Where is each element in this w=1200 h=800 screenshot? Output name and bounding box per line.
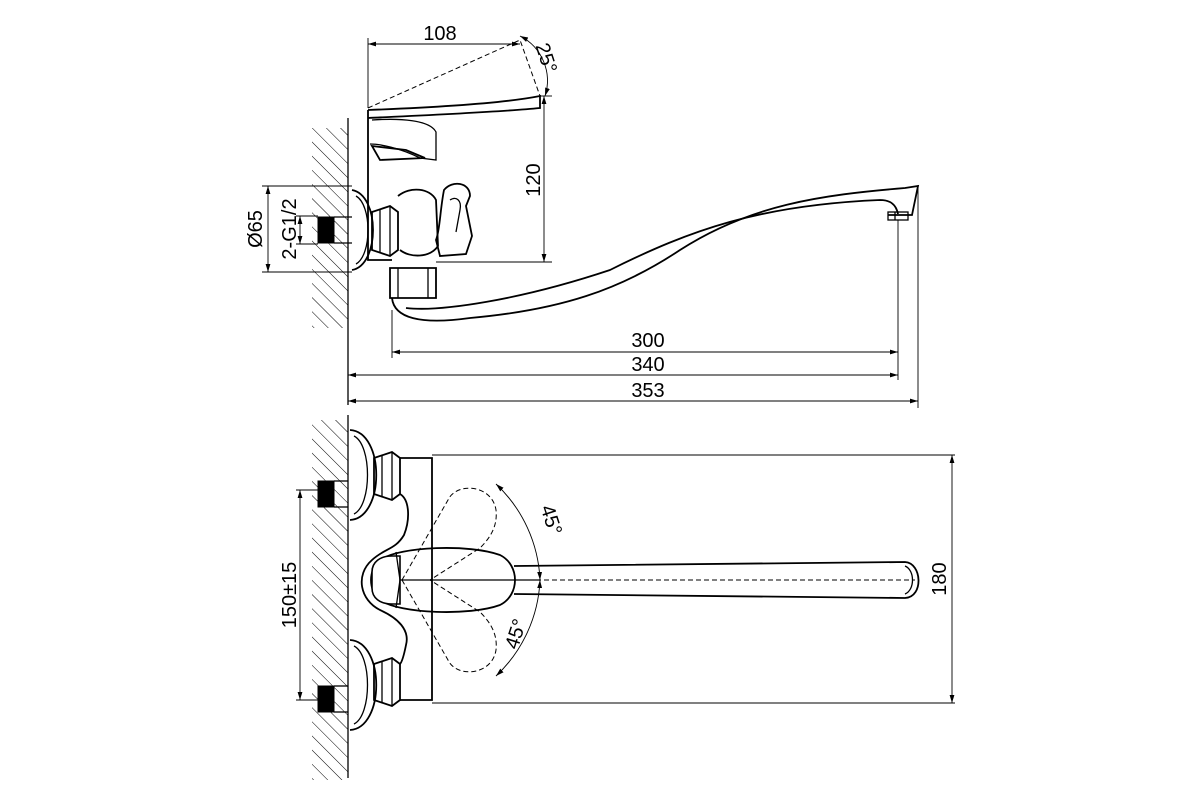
handle-top bbox=[370, 547, 540, 613]
dim-body-height-label: 120 bbox=[523, 163, 545, 196]
faucet-body-top bbox=[360, 454, 955, 704]
dim-spout-reach-label: 300 bbox=[631, 330, 664, 352]
wall-side bbox=[312, 118, 349, 405]
dimension-108: 108 bbox=[367, 23, 520, 108]
dimension-340: 340 bbox=[348, 354, 899, 380]
side-view: 108 25° 120 Ø65 2-G1/2 bbox=[245, 23, 920, 408]
handle-ghost-positions bbox=[401, 487, 497, 673]
dim-angle-upper-label: 45° bbox=[536, 502, 566, 538]
dimension-300: 300 bbox=[391, 220, 899, 358]
dimension-150: 150±15 bbox=[279, 489, 318, 701]
dim-handle-angle-label: 25° bbox=[531, 40, 561, 76]
top-view: 45° 45° 150±15 180 bbox=[279, 415, 955, 780]
dim-body-depth-label: 180 bbox=[929, 562, 951, 595]
dimension-diameter-65: Ø65 bbox=[245, 185, 352, 273]
dim-handle-length-label: 108 bbox=[423, 23, 456, 45]
spout-side bbox=[389, 184, 920, 322]
dimension-120: 120 bbox=[436, 95, 552, 263]
dimension-thread: 2-G1/2 bbox=[279, 198, 318, 260]
dimension-180: 180 bbox=[929, 455, 955, 703]
spout-top bbox=[513, 561, 920, 599]
inlet-upper bbox=[317, 429, 401, 521]
faucet-body-side bbox=[367, 39, 541, 261]
wall-top bbox=[312, 415, 349, 780]
dim-inlet-thread-label: 2-G1/2 bbox=[279, 198, 301, 259]
dim-spout-length-label: 340 bbox=[631, 354, 664, 376]
dim-escutcheon-diameter-label: Ø65 bbox=[245, 210, 267, 248]
dim-overall-length-label: 353 bbox=[631, 380, 664, 402]
dim-angle-lower-label: 45° bbox=[501, 616, 531, 652]
dimension-353: 353 bbox=[348, 188, 919, 408]
dim-inlet-spacing-label: 150±15 bbox=[279, 562, 301, 629]
dimension-25-degrees: 25° bbox=[519, 35, 561, 97]
